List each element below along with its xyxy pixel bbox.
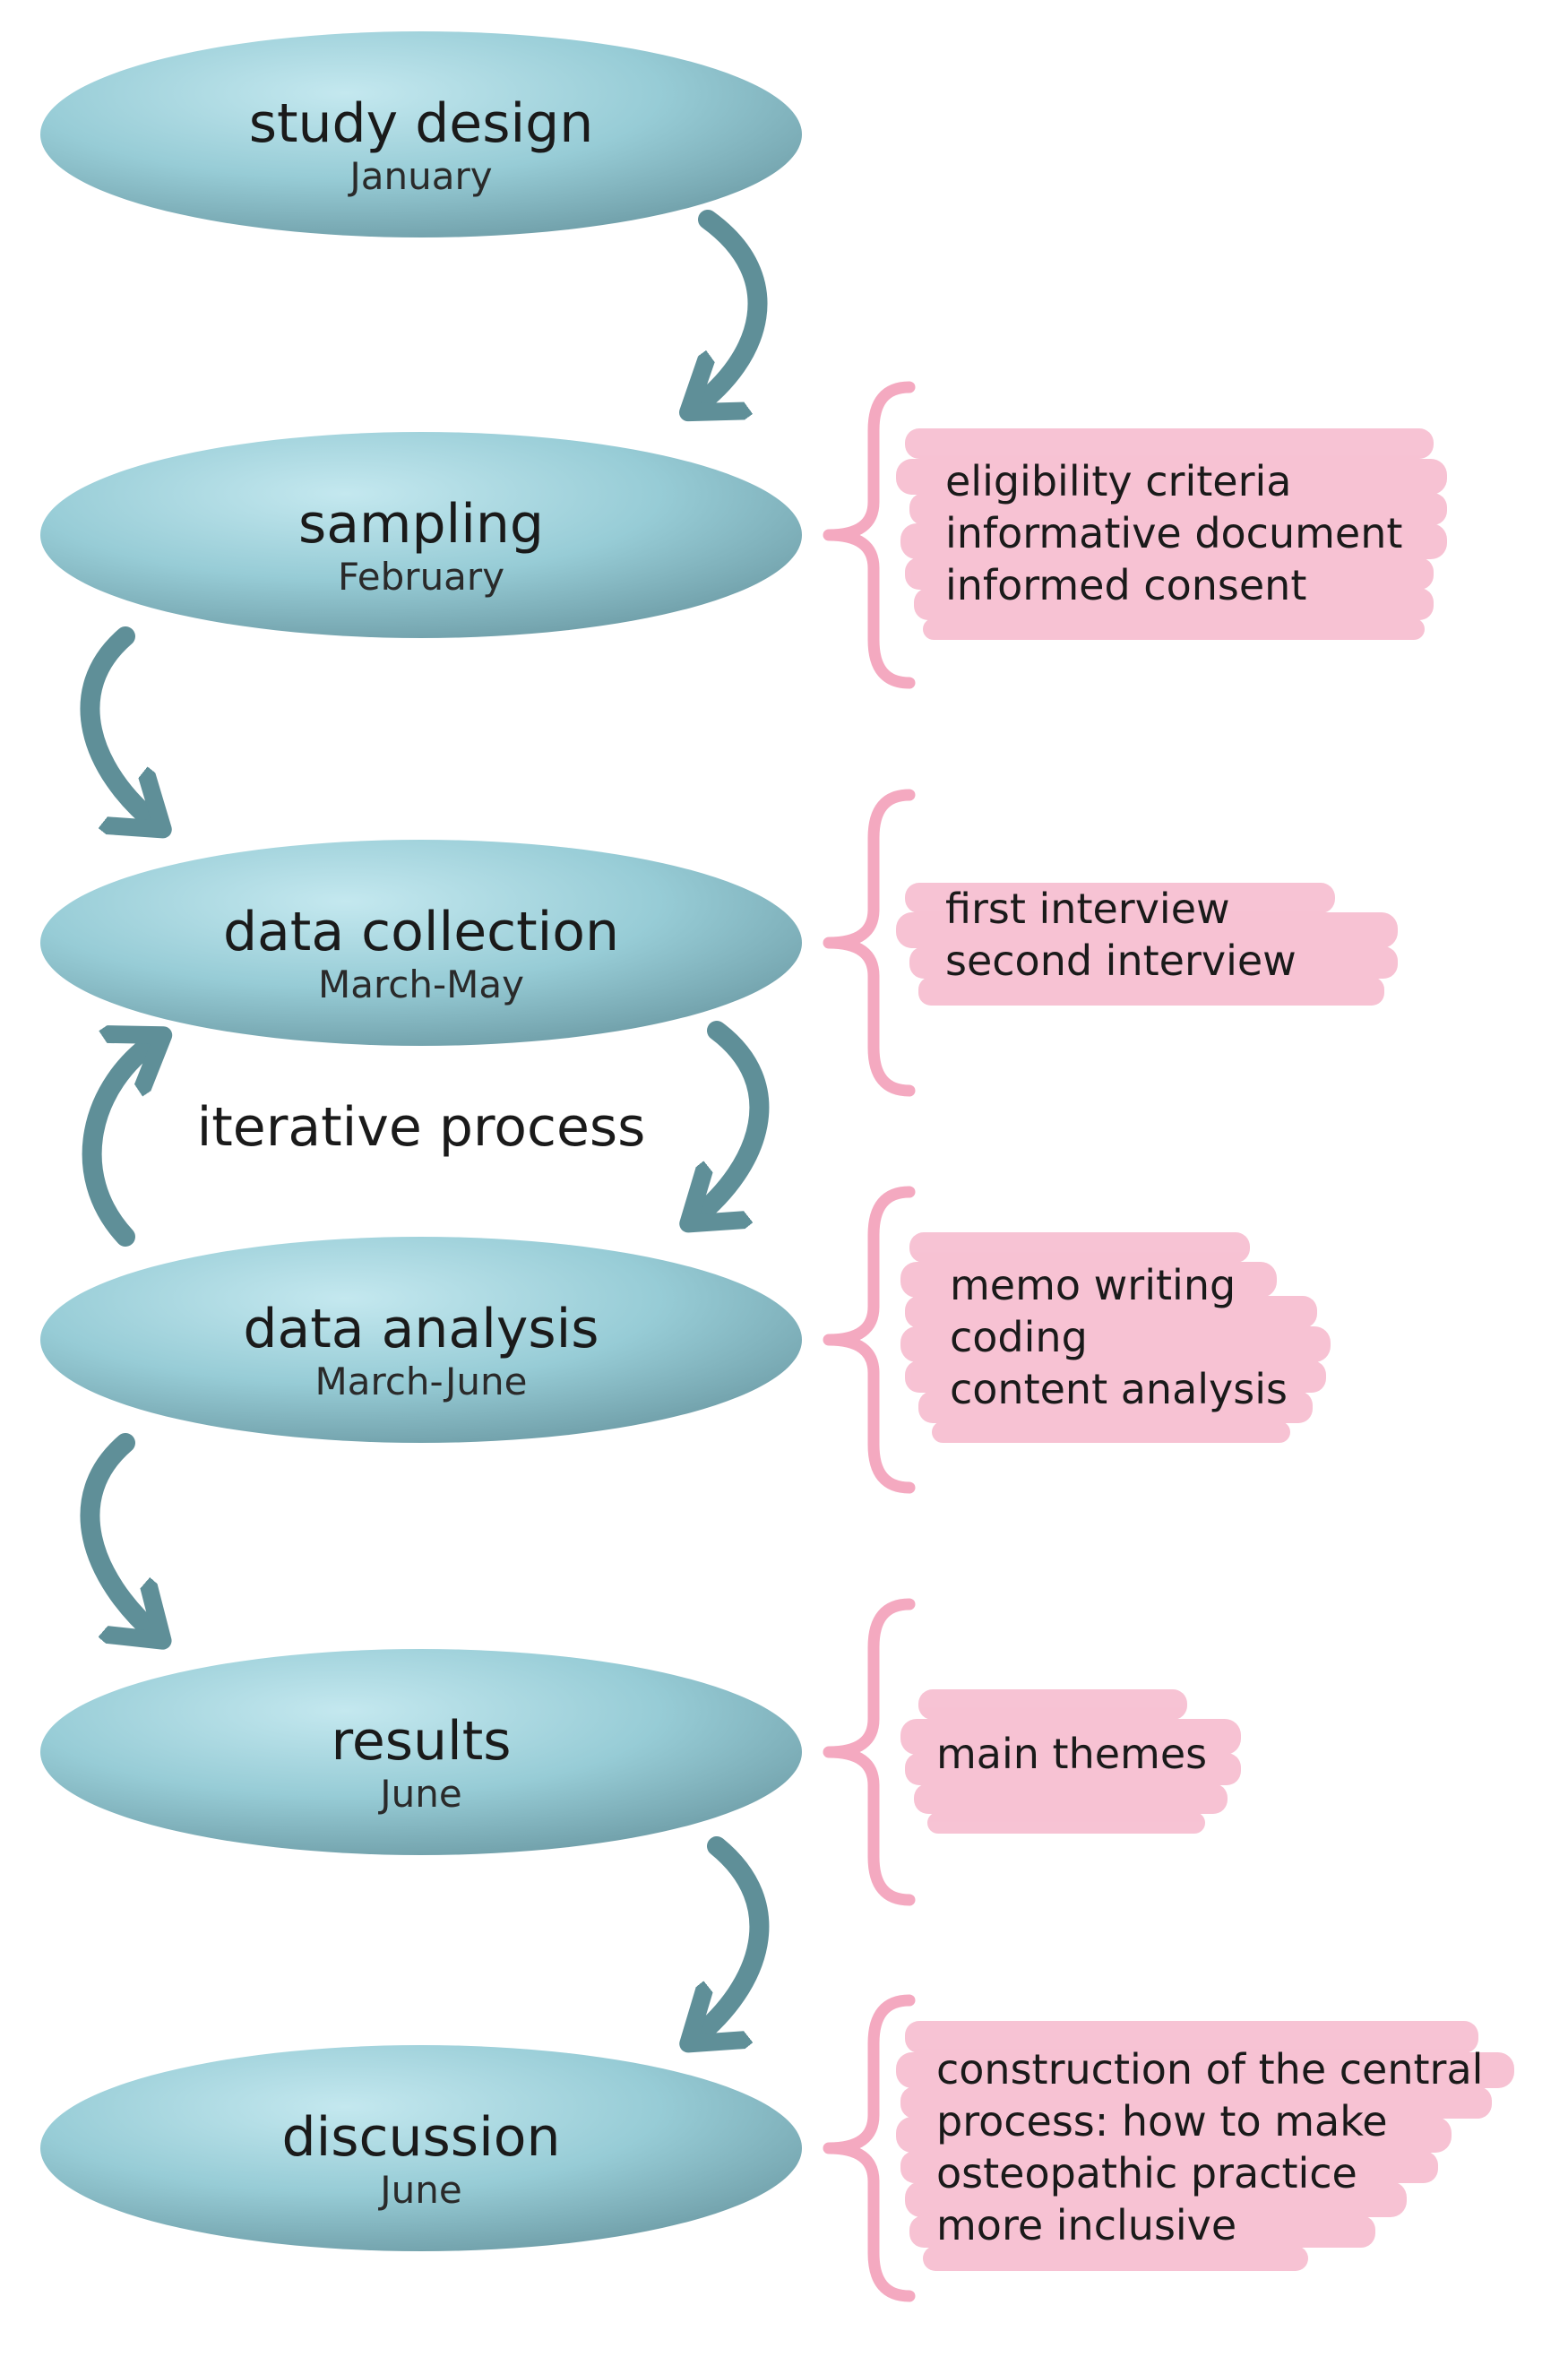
stage-ellipse-data-analysis [40, 1237, 802, 1443]
stage-date: February [337, 555, 505, 599]
highlight-results-notes [900, 1689, 1241, 1834]
notes-data-analysis: memo writing coding content analysis [950, 1259, 1288, 1415]
brace-discussion [823, 1994, 916, 2302]
iterative-process-label: iterative process [196, 1096, 646, 1159]
brace-data-analysis [823, 1186, 916, 1494]
stage-ellipse-results [40, 1649, 802, 1855]
arrow-iterative-up [82, 1040, 157, 1247]
highlight-data-collection-notes [896, 883, 1398, 1006]
stage-discussion: discussion June [90, 2085, 753, 2220]
stage-date: June [380, 1772, 462, 1816]
brace-sampling [823, 381, 916, 689]
stage-ellipse-discussion [40, 2045, 802, 2251]
stage-date: March-June [314, 1360, 528, 1403]
stage-date: January [349, 154, 493, 198]
note-line: main themes [936, 1730, 1208, 1778]
stage-date: June [380, 2168, 462, 2212]
notes-data-collection: first interview second interview [945, 883, 1297, 987]
brace-data-collection [823, 789, 916, 1097]
note-line: informative document [945, 509, 1403, 557]
notes-discussion: construction of the central process: how… [936, 2043, 1483, 2251]
stage-results: results June [90, 1689, 753, 1824]
highlight-sampling-notes [896, 428, 1447, 640]
stage-title: sampling [297, 493, 544, 556]
stage-title: data analysis [243, 1298, 599, 1360]
note-line: osteopathic practice [936, 2149, 1357, 2197]
highlight-discussion-notes [896, 2021, 1514, 2271]
stage-title: study design [248, 92, 594, 155]
stage-ellipse-sampling [40, 432, 802, 638]
stage-date: March-May [317, 963, 524, 1006]
arrow-results-to-discussion [694, 1836, 770, 2039]
note-line: informed consent [945, 561, 1307, 609]
arrow-sampling-to-data-collection [80, 626, 157, 825]
stage-sampling: sampling February [90, 472, 753, 607]
arrow-iterative-down [694, 1021, 770, 1219]
notes-results: main themes [936, 1728, 1207, 1780]
arrow-data-analysis-to-results [80, 1433, 157, 1636]
note-line: memo writing [950, 1261, 1236, 1309]
note-line: coding [950, 1313, 1088, 1361]
note-line: second interview [945, 937, 1297, 985]
stage-ellipse-data-collection [40, 840, 802, 1046]
stage-title: data collection [222, 901, 620, 963]
stage-title: results [331, 1710, 512, 1773]
brace-results [823, 1598, 916, 1906]
note-line: content analysis [950, 1365, 1288, 1413]
stage-ellipse-study-design [40, 31, 802, 237]
note-line: process: how to make [936, 2097, 1388, 2145]
stage-data-analysis: data analysis March-June [90, 1277, 753, 1412]
stage-title: discussion [281, 2106, 561, 2169]
note-line: construction of the central [936, 2045, 1484, 2094]
note-line: more inclusive [936, 2201, 1237, 2249]
notes-sampling: eligibility criteria informative documen… [945, 455, 1402, 611]
stage-data-collection: data collection March-May [90, 880, 753, 1014]
arrow-study-design-to-sampling [694, 210, 768, 408]
note-line: eligibility criteria [945, 457, 1292, 505]
stage-study-design: study design January [90, 72, 753, 206]
highlight-data-analysis-notes [900, 1232, 1331, 1443]
note-line: first interview [945, 885, 1230, 933]
